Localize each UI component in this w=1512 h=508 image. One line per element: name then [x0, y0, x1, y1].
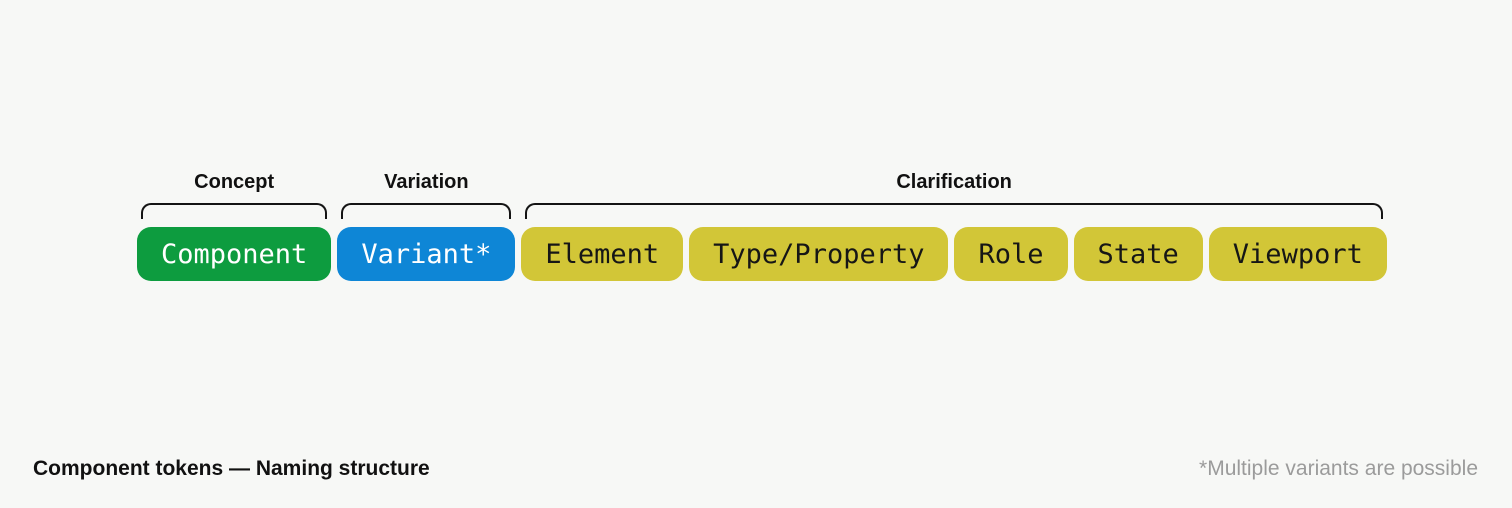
pill-element: Element [521, 227, 684, 281]
pill-type-property: Type/Property [689, 227, 949, 281]
naming-structure-diagram: Concept Component Variation Variant* Cla… [137, 170, 1387, 281]
pill-viewport: Viewport [1208, 227, 1387, 281]
group-variation: Variation Variant* [337, 170, 516, 281]
pills-clarification: Element Type/Property Role State Viewpor… [521, 227, 1387, 281]
pills-variation: Variant* [337, 227, 516, 281]
pill-role: Role [954, 227, 1068, 281]
pills-concept: Component [137, 227, 332, 281]
group-label-concept: Concept [194, 171, 275, 193]
pill-variant: Variant* [337, 227, 516, 281]
bracket-variation [341, 203, 512, 219]
group-clarification: Clarification Element Type/Property Role… [521, 170, 1387, 281]
group-label-variation: Variation [384, 171, 469, 193]
diagram-caption: Component tokens — Naming structure [33, 457, 430, 480]
footnote: *Multiple variants are possible [1199, 457, 1478, 480]
footer: Component tokens — Naming structure *Mul… [33, 456, 1478, 482]
pill-state: State [1073, 227, 1203, 281]
group-concept: Concept Component [137, 170, 332, 281]
pill-component: Component [137, 227, 332, 281]
bracket-concept [141, 203, 328, 219]
bracket-clarification [525, 203, 1383, 219]
group-label-clarification: Clarification [896, 171, 1012, 193]
